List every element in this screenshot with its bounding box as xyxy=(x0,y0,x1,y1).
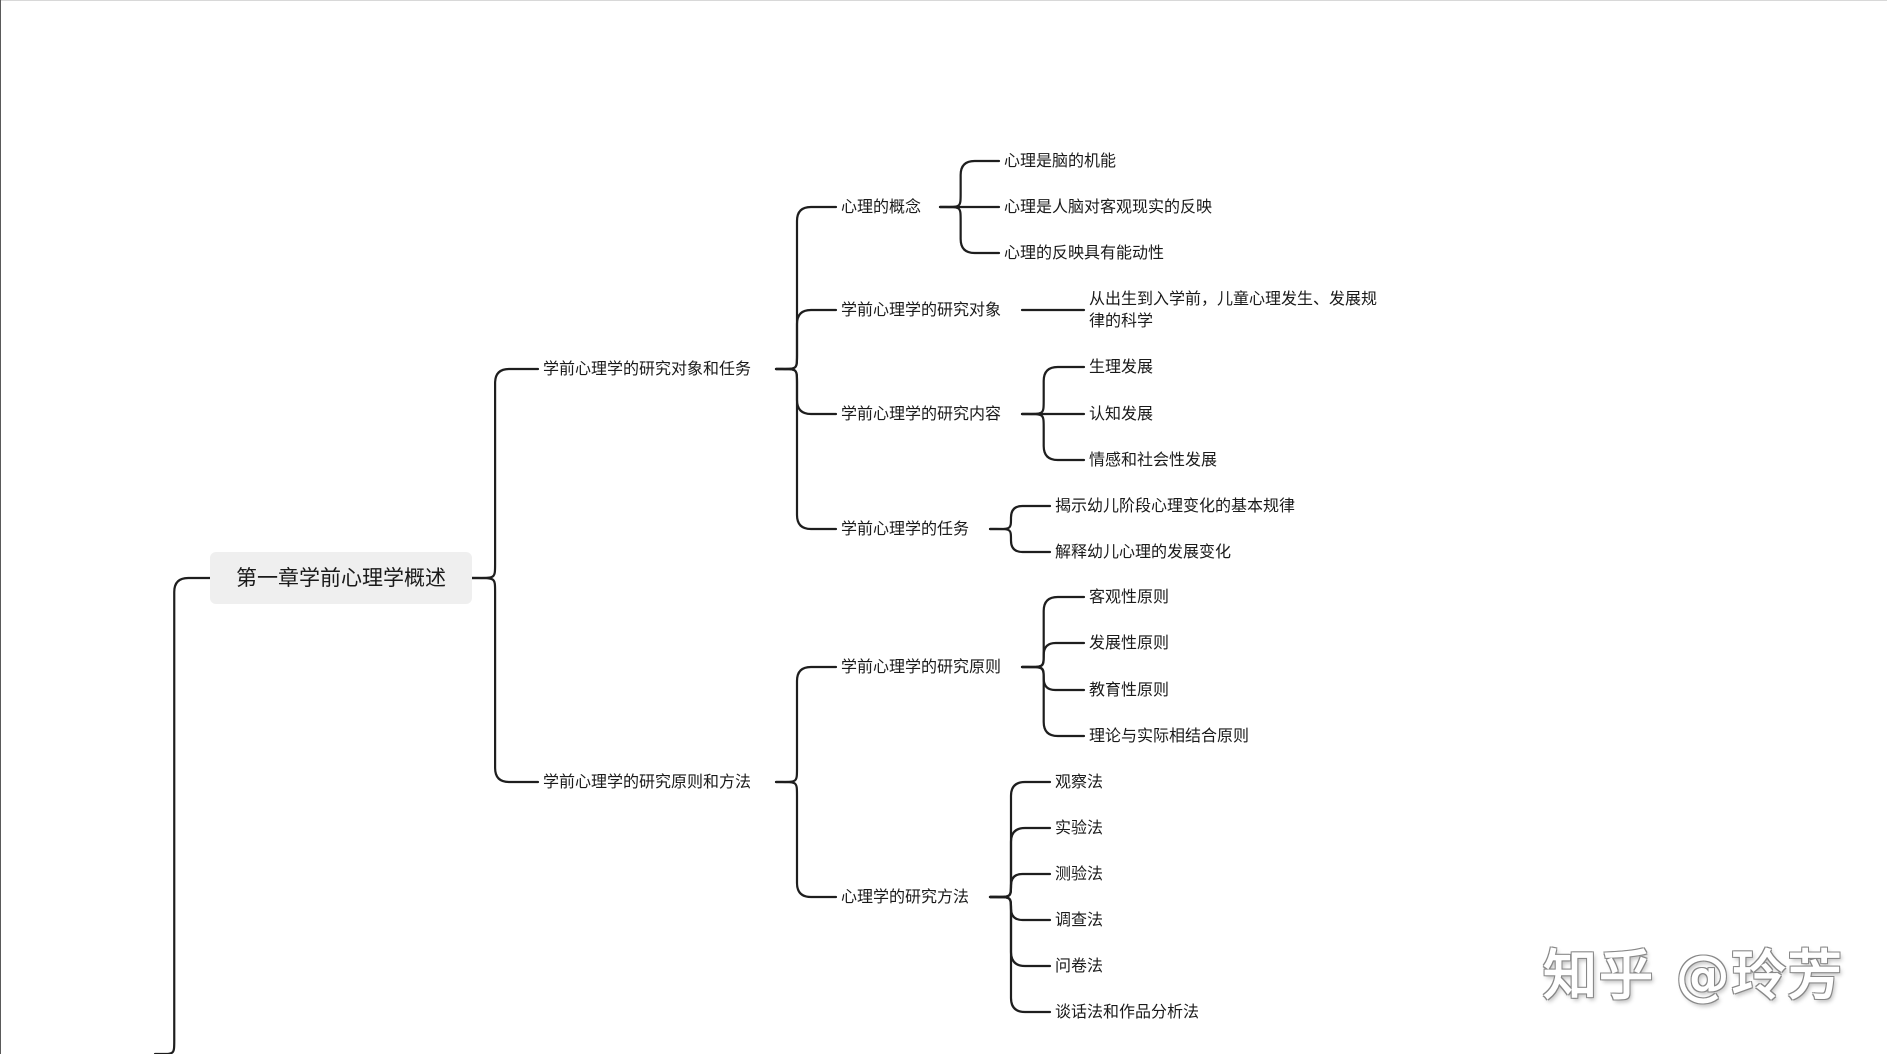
topic-to-leaf xyxy=(938,159,1001,209)
root-to-branch xyxy=(470,367,540,580)
leaf-item[interactable]: 观察法 xyxy=(1055,772,1104,791)
topic-to-leaf xyxy=(988,527,1052,554)
leaf-item[interactable]: 情感和社会性发展 xyxy=(1089,450,1218,469)
leaf-item[interactable]: 认知发展 xyxy=(1089,404,1154,423)
topic-to-leaf xyxy=(988,780,1052,899)
leaf-item[interactable]: 客观性原则 xyxy=(1089,587,1170,606)
branch-to-topic xyxy=(774,205,838,371)
leaf-item[interactable]: 问卷法 xyxy=(1055,956,1104,975)
topic-to-leaf xyxy=(1020,665,1086,738)
leaf-item[interactable]: 心理是人脑对客观现实的反映 xyxy=(1004,197,1213,216)
topic-to-leaf xyxy=(988,872,1052,899)
top-border xyxy=(0,0,1887,1)
leaf-item[interactable]: 揭示幼儿阶段心理变化的基本规律 xyxy=(1055,496,1296,515)
topic-research-method[interactable]: 心理学的研究方法 xyxy=(841,887,970,906)
leaf-item[interactable]: 理论与实际相结合原则 xyxy=(1089,726,1250,745)
root-to-branch xyxy=(470,576,540,784)
root-node[interactable]: 第一章学前心理学概述 xyxy=(210,552,472,604)
left-border xyxy=(0,0,1,1054)
leaf-item[interactable]: 实验法 xyxy=(1055,818,1104,837)
branch-research-principle-method[interactable]: 学前心理学的研究原则和方法 xyxy=(543,772,752,791)
leaf-item[interactable]: 解释幼儿心理的发展变化 xyxy=(1055,542,1232,561)
leaf-item[interactable]: 生理发展 xyxy=(1089,357,1154,376)
leaf-item[interactable]: 谈话法和作品分析法 xyxy=(1055,1002,1200,1021)
leaf-item[interactable]: 心理的反映具有能动性 xyxy=(1004,243,1165,262)
topic-to-leaf xyxy=(988,895,1052,968)
leaf-item[interactable]: 发展性原则 xyxy=(1089,633,1170,652)
leaf-item[interactable]: 测验法 xyxy=(1055,864,1104,883)
branch-to-topic xyxy=(774,367,838,416)
branch-to-topic xyxy=(774,308,838,371)
topic-to-leaf xyxy=(938,205,1001,255)
topic-to-leaf xyxy=(1020,665,1086,692)
branch-to-topic xyxy=(774,665,838,784)
topic-to-leaf xyxy=(988,826,1052,899)
topic-to-leaf xyxy=(1020,641,1086,669)
trunk-connector xyxy=(153,576,212,1054)
topic-psychology-concept[interactable]: 心理的概念 xyxy=(841,197,922,216)
leaf-item[interactable]: 心理是脑的机能 xyxy=(1004,151,1117,170)
topic-task[interactable]: 学前心理学的任务 xyxy=(841,519,970,538)
topic-to-leaf xyxy=(988,504,1052,531)
branch-to-topic xyxy=(774,780,838,899)
topic-to-leaf xyxy=(988,895,1052,1014)
topic-to-leaf xyxy=(1020,412,1086,462)
zhihu-watermark: 知乎 @玲芳 xyxy=(1543,944,1844,1007)
topic-to-leaf xyxy=(1020,595,1086,669)
topic-research-object[interactable]: 学前心理学的研究对象 xyxy=(841,300,1002,319)
topic-research-principle[interactable]: 学前心理学的研究原则 xyxy=(841,657,1002,676)
leaf-item[interactable]: 从出生到入学前，儿童心理发生、发展规律的科学 xyxy=(1089,289,1378,330)
topic-research-content[interactable]: 学前心理学的研究内容 xyxy=(841,404,1002,423)
topic-to-leaf xyxy=(1020,365,1086,416)
topic-to-leaf xyxy=(988,895,1052,922)
branch-research-object-task[interactable]: 学前心理学的研究对象和任务 xyxy=(543,359,752,378)
leaf-item[interactable]: 调查法 xyxy=(1055,910,1104,929)
branch-to-topic xyxy=(774,367,838,531)
leaf-item[interactable]: 教育性原则 xyxy=(1089,680,1170,699)
